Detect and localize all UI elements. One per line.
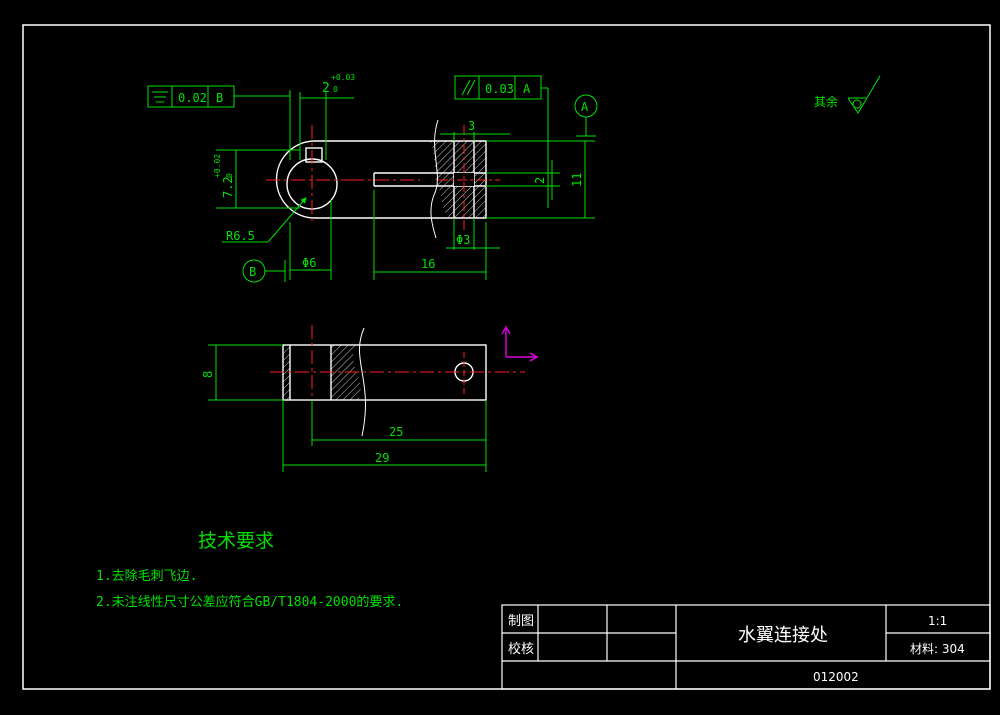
title-block xyxy=(501,604,991,690)
dim-slot-tol-upper: +0.03 xyxy=(331,73,355,82)
roughness-symbol xyxy=(847,75,881,114)
front-view xyxy=(282,327,487,437)
drawing-number: 012002 xyxy=(813,670,859,684)
dim-keyway-tol-upper: +0.02 xyxy=(213,154,222,178)
note-line-1: 1.去除毛刺飞边. xyxy=(96,569,197,584)
front-dimensions xyxy=(208,344,487,472)
ucs-icon xyxy=(501,325,539,362)
dim-hole: Φ3 xyxy=(456,233,470,247)
note-line-2: 2.未注线性尺寸公差应符合GB/T1804-2000的要求. xyxy=(96,594,403,610)
material: 材料: 304 xyxy=(910,642,965,656)
top-view xyxy=(275,119,487,239)
part-name: 水翼连接处 xyxy=(738,625,828,646)
dim-radius: R6.5 xyxy=(226,229,255,243)
check-label: 校核 xyxy=(508,641,534,657)
dim-3: 3 xyxy=(468,119,475,133)
dim-bore: Φ6 xyxy=(302,256,316,270)
flatness-datum: B xyxy=(216,91,223,105)
dim-8: 8 xyxy=(201,371,215,378)
notes-title: 技术要求 xyxy=(198,530,274,552)
roughness-note: 其余 xyxy=(814,94,838,109)
flatness-tolerance: 0.02 xyxy=(178,91,207,105)
dim-length-16: 16 xyxy=(421,257,435,271)
scale: 1:1 xyxy=(928,614,947,628)
top-dimensions xyxy=(147,75,598,283)
datum-b-label: B xyxy=(249,265,256,279)
datum-a-label: A xyxy=(581,100,589,114)
dim-29: 29 xyxy=(375,451,389,465)
dim-keyway: 7.2 xyxy=(221,176,235,198)
dim-25: 25 xyxy=(389,425,403,439)
dim-slot-width: 2 xyxy=(322,81,330,96)
parallel-datum: A xyxy=(523,82,531,96)
drawn-label: 制图 xyxy=(508,614,534,629)
dim-2: 2 xyxy=(533,177,547,184)
dim-slot-tol-lower: 0 xyxy=(333,85,338,94)
front-centrelines xyxy=(270,325,525,418)
top-centrelines xyxy=(266,125,500,232)
dim-11: 11 xyxy=(570,173,584,187)
parallel-tolerance: 0.03 xyxy=(485,82,514,96)
dim-keyway-tol-lower: 0 xyxy=(225,173,234,178)
